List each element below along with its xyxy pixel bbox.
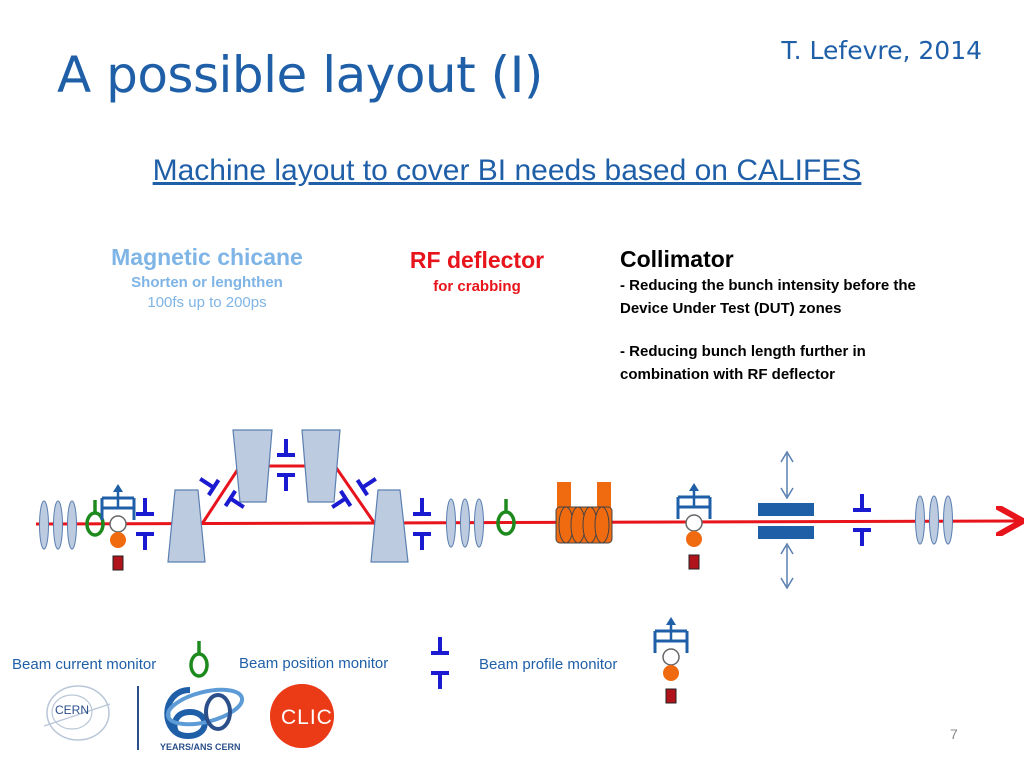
collimator-label: Collimator - Reducing the bunch intensit…	[620, 246, 916, 385]
collimator-text-1a: - Reducing the bunch intensity before th…	[620, 277, 916, 294]
cern-60-years-logo: YEARS/ANS CERN	[160, 687, 245, 752]
chicane-line1: Shorten or lenghthen	[131, 274, 283, 291]
rf-deflector	[555, 482, 613, 544]
profile-monitor-1	[100, 482, 136, 572]
rf-line1: for crabbing	[433, 278, 521, 295]
rf-title: RF deflector	[409, 247, 545, 273]
dipole-magnet-2	[232, 429, 273, 503]
legend-bcm-icon	[189, 639, 209, 678]
rf-deflector-label: RF deflector for crabbing	[392, 247, 562, 295]
dipole-magnet-1	[167, 489, 206, 563]
quadrupole-triplet-1	[39, 500, 77, 550]
legend-bpm-icon	[429, 635, 451, 691]
quadrupole-triplet-2	[446, 498, 484, 548]
legend-beam-profile-monitor: Beam profile monitor	[479, 656, 618, 673]
cern-logo-text: CERN	[55, 703, 89, 717]
collimator	[758, 450, 814, 590]
profile-monitor-2	[676, 481, 712, 571]
chicane-line2: 100fs up to 200ps	[147, 294, 267, 311]
legend-beam-current-monitor: Beam current monitor	[12, 656, 157, 673]
page-number: 7	[950, 726, 958, 742]
clic-logo: CLIC	[270, 684, 334, 748]
dipole-magnet-4	[370, 489, 409, 563]
collimator-text-1b: Device Under Test (DUT) zones	[620, 300, 842, 317]
slide-title: A possible layout (I)	[57, 46, 543, 104]
chicane-beam-path	[200, 464, 377, 525]
collimator-text-2b: combination with RF deflector	[620, 366, 836, 383]
chicane-title: Magnetic chicane	[111, 244, 303, 270]
collimator-title: Collimator	[620, 246, 734, 272]
legend-beam-position-monitor: Beam position monitor	[239, 655, 389, 672]
cern-logo: CERN	[43, 685, 111, 741]
author-date: T. Lefevre, 2014	[781, 36, 982, 65]
clic-logo-text: CLIC	[281, 706, 333, 729]
slide-subtitle: Machine layout to cover BI needs based o…	[152, 154, 862, 187]
collimator-text-2a: - Reducing bunch length further in	[620, 343, 866, 360]
quadrupole-triplet-3	[915, 495, 953, 545]
magnetic-chicane-label: Magnetic chicane Shorten or lenghthen 10…	[92, 244, 322, 311]
legend-profile-monitor-icon	[653, 615, 689, 705]
sixty-logo-text: YEARS/ANS CERN	[160, 742, 241, 752]
dipole-magnet-3	[301, 429, 341, 503]
bcm-2	[496, 497, 516, 536]
